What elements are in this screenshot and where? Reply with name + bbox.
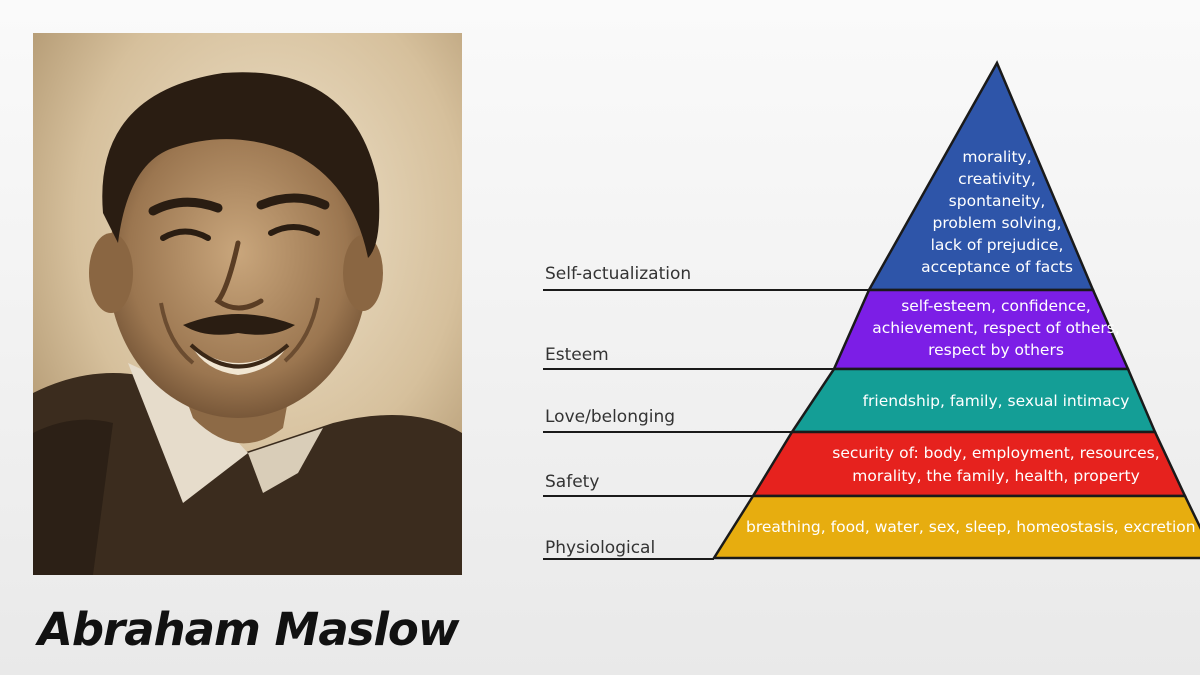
esteem-text-line: self-esteem, confidence,: [901, 297, 1091, 315]
esteem-text-line: respect by others: [928, 341, 1064, 359]
self-actualization-text-line: lack of prejudice,: [931, 236, 1064, 254]
pyramid-level-safety: [750, 430, 1187, 498]
portrait-illustration: [33, 33, 462, 575]
safety-text-line: morality, the family, health, property: [852, 467, 1140, 485]
safety-text-line: security of: body, employment, resources…: [832, 444, 1159, 462]
level-label-physiological: Physiological: [545, 538, 655, 558]
portrait-photo: [33, 33, 462, 575]
self-actualization-text-line: acceptance of facts: [921, 258, 1073, 276]
person-name-caption: Abraham Maslow: [38, 603, 459, 656]
self-actualization-text-line: spontaneity,: [949, 192, 1046, 210]
love-belonging-text-line: friendship, family, sexual intimacy: [863, 392, 1130, 410]
pyramid-level-physiological: [711, 494, 1200, 560]
level-label-love-belonging: Love/belonging: [545, 407, 675, 427]
level-label-safety: Safety: [545, 472, 599, 492]
level-label-self-actualization: Self-actualization: [545, 264, 691, 284]
level-label-esteem: Esteem: [545, 345, 609, 365]
self-actualization-text-line: morality,: [962, 148, 1031, 166]
self-actualization-text-line: creativity,: [958, 170, 1036, 188]
esteem-text-line: achievement, respect of others,: [872, 319, 1120, 337]
physiological-text-line: breathing, food, water, sex, sleep, home…: [746, 518, 1196, 536]
self-actualization-text-line: problem solving,: [933, 214, 1062, 232]
